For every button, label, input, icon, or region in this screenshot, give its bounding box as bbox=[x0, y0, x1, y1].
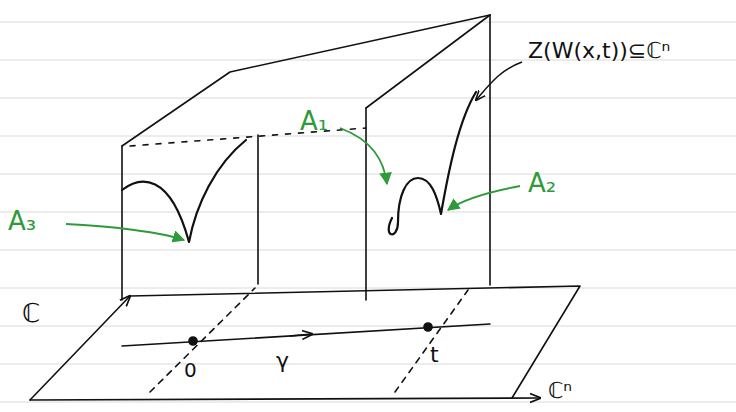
box-edge bbox=[122, 15, 490, 146]
curve bbox=[389, 92, 476, 234]
path-gamma bbox=[122, 324, 490, 346]
region-label: A₂ bbox=[528, 170, 556, 196]
path-label: γ bbox=[276, 350, 289, 372]
set-label: Z(W(x,t))⊆ℂⁿ bbox=[528, 40, 670, 62]
ruled-lines bbox=[0, 22, 736, 402]
region-label: A₃ bbox=[8, 208, 36, 234]
box-edge bbox=[366, 15, 490, 108]
region-label: A₁ bbox=[300, 108, 328, 134]
dashed-line bbox=[395, 290, 468, 392]
point bbox=[189, 337, 197, 345]
leader-line bbox=[476, 62, 522, 100]
axis-label: ℂ bbox=[22, 300, 40, 326]
curve bbox=[122, 140, 246, 242]
point-label: t bbox=[430, 344, 439, 366]
leader-arrow bbox=[66, 224, 184, 240]
plane-axis bbox=[30, 398, 540, 400]
point bbox=[424, 323, 432, 331]
fibre-line bbox=[489, 15, 491, 285]
leader-arrow bbox=[340, 128, 387, 184]
fibre-line bbox=[257, 135, 259, 284]
path-arrow bbox=[290, 334, 312, 336]
axis-label: ℂⁿ bbox=[548, 380, 572, 402]
fibre-line bbox=[121, 146, 123, 300]
plane-edge bbox=[130, 286, 580, 398]
point-label: 0 bbox=[184, 360, 197, 380]
leader-arrow bbox=[448, 186, 520, 210]
dashed-line bbox=[150, 288, 255, 392]
plane-edge bbox=[30, 296, 130, 400]
box-edge bbox=[130, 128, 366, 146]
fibre-line bbox=[365, 108, 367, 300]
